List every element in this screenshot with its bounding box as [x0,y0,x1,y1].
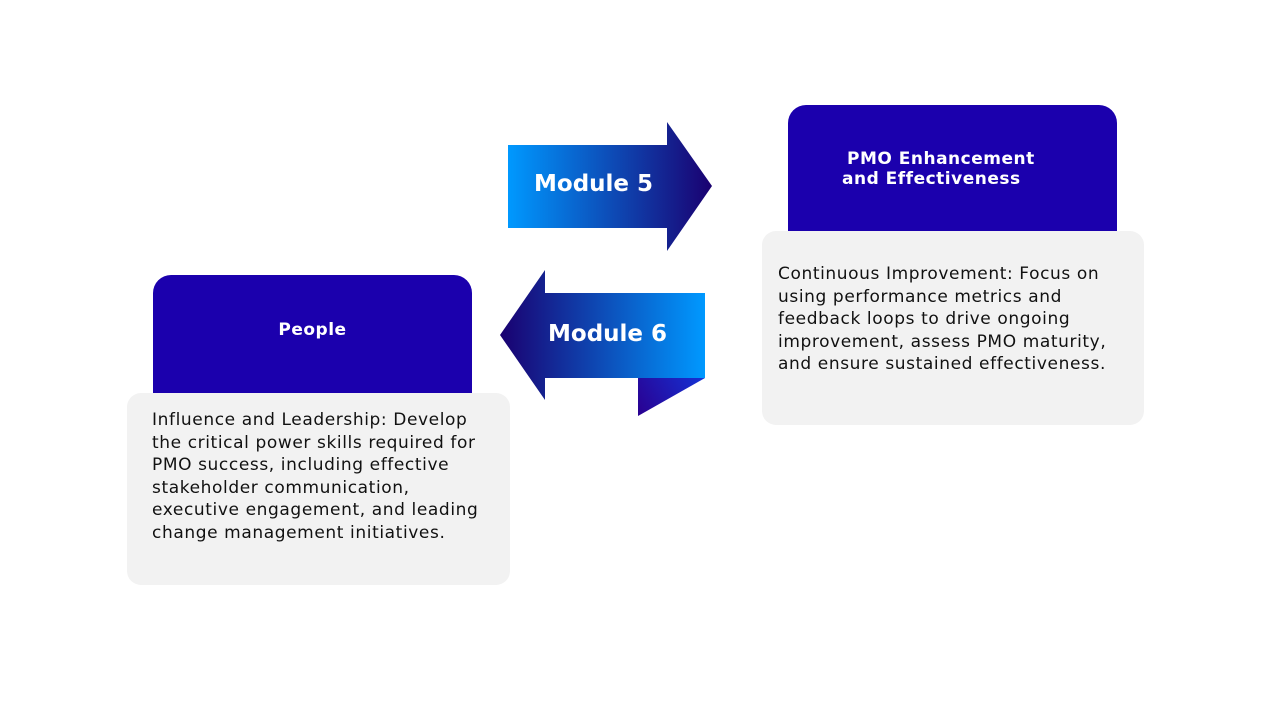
module-5-arrow [508,122,712,251]
people-header: People [153,275,472,395]
pmo-enhancement-card: Continuous Improvement: Focus on using p… [762,231,1144,425]
header-title-line2: and Effectiveness [842,169,1021,189]
pmo-enhancement-header: PMO Enhancement and Effectiveness [788,105,1117,233]
pmo-enhancement-description: Continuous Improvement: Focus on using p… [778,264,1107,374]
module-6-label: Module 6 [548,321,668,347]
module-6-arrow [500,270,705,400]
people-title: People [278,320,347,340]
people-card: Influence and Leadership: Develop the cr… [127,393,510,585]
module-6-arrow-fold [638,378,705,416]
module-5-label: Module 5 [534,171,654,197]
people-description: Influence and Leadership: Develop the cr… [152,410,479,543]
header-title-line1: PMO Enhancement [847,149,1035,169]
